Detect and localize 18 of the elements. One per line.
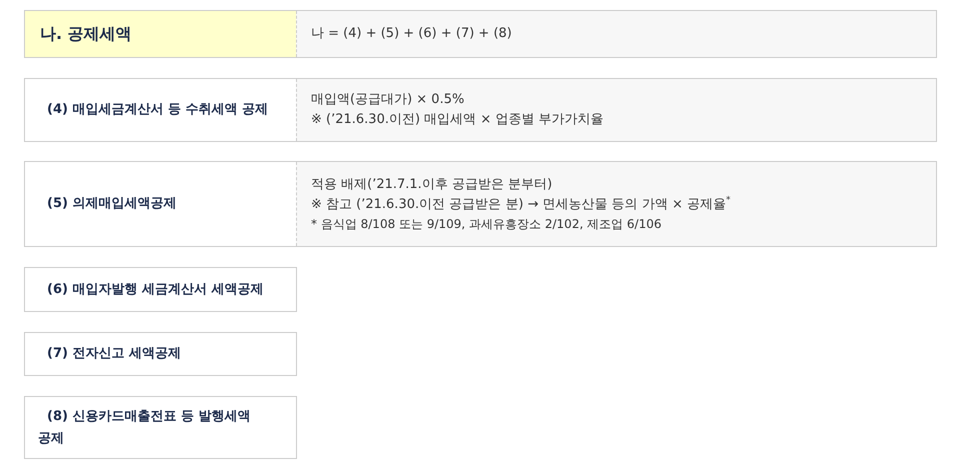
table-row	[24, 161, 937, 247]
note-text: ※ (’21.6.30.이전) 매입세액 × 업종별 부가가치율	[311, 111, 604, 129]
row-heading: (5) 의제매입세액공제	[46, 195, 176, 213]
row-heading: (8) 신용카드매출전표 등 발행세액 공제	[38, 408, 252, 448]
table-row	[24, 267, 297, 312]
row-heading: (7) 전자신고 세액공제	[46, 345, 181, 363]
formula-text: 매입액(공급대가) × 0.5%	[311, 91, 464, 109]
table-row	[24, 10, 937, 58]
formula-text: 나 = (4) + (5) + (6) + (7) + (8)	[311, 25, 512, 43]
row-heading: (6) 매입자발행 세금계산서 세액공제	[46, 280, 264, 298]
table-row	[24, 332, 297, 376]
row-heading: (4) 매입세금계산서 등 수취세액 공제	[46, 101, 268, 119]
heading-cell: 나. 공제세액	[25, 11, 296, 57]
rule-text: 적용 배제(’21.7.1.이후 공급받은 분부터)	[311, 176, 552, 194]
footnote-text: * 음식업 8/108 또는 9/109, 과세유흥장소 2/102, 제조업 6/106	[311, 216, 662, 232]
table-row	[24, 396, 297, 459]
table-row	[24, 78, 937, 142]
note-text: ※ 참고 (’21.6.30.이전 공급받은 분) → 면세농산물 등의 가액 × 공제율$^{*}$	[311, 194, 731, 214]
